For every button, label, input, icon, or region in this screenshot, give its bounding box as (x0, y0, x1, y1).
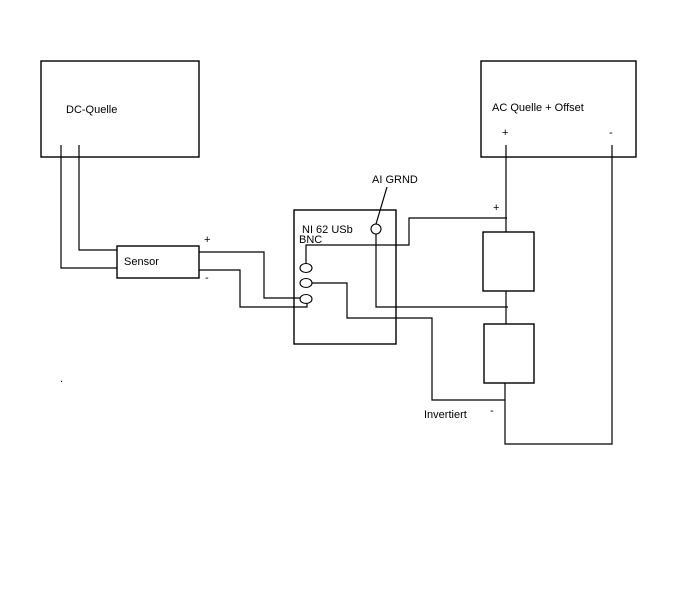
bnc-connector-3 (299, 293, 313, 305)
wire-bnc1-to-load-plus (305, 217, 507, 264)
ai-ground-label: AI GRND (372, 174, 418, 186)
daq-label-line2: BNC (299, 234, 322, 246)
wire-aignd-to-midpoint (375, 234, 508, 308)
daq-device: NI 62 USb BNC AI GRND (293, 174, 418, 345)
wire-bnc2-to-inverted (312, 282, 505, 401)
sensor-label: Sensor (124, 256, 159, 268)
ac-source-plus-label: + (502, 127, 508, 139)
load-lower (483, 323, 535, 384)
bnc-connector-1 (299, 262, 313, 274)
load-plus-label: + (493, 202, 499, 214)
wire-dc-to-sensor-2 (78, 145, 117, 251)
daq-label-line1: NI 62 USb (302, 224, 353, 236)
wire-sensor-minus (199, 269, 308, 308)
ac-source: AC Quelle + Offset + - (480, 60, 637, 158)
ac-source-minus-label: - (609, 127, 613, 139)
wire-sensor-plus (199, 251, 300, 299)
ai-ground-pointer (375, 186, 388, 225)
dc-source-label: DC-Quelle (66, 104, 117, 116)
load-upper (482, 231, 535, 292)
ac-source-box (480, 60, 637, 158)
sensor: Sensor + - (116, 234, 210, 284)
wire-ac-return (504, 145, 613, 445)
inverted-label: Invertiert (424, 409, 467, 421)
sensor-plus-label: + (204, 234, 210, 246)
sensor-minus-label: - (205, 272, 209, 284)
load-minus-label: - (490, 405, 494, 417)
bnc-connector-2 (299, 277, 313, 289)
ac-source-label: AC Quelle + Offset (492, 102, 584, 114)
ai-ground-connector (370, 223, 382, 235)
wires (60, 145, 613, 445)
wire-dc-to-sensor-1 (60, 145, 117, 269)
dc-source: DC-Quelle (40, 60, 200, 158)
dc-source-box (40, 60, 200, 158)
sensor-box (116, 245, 200, 279)
stray-dot: . (60, 373, 63, 385)
